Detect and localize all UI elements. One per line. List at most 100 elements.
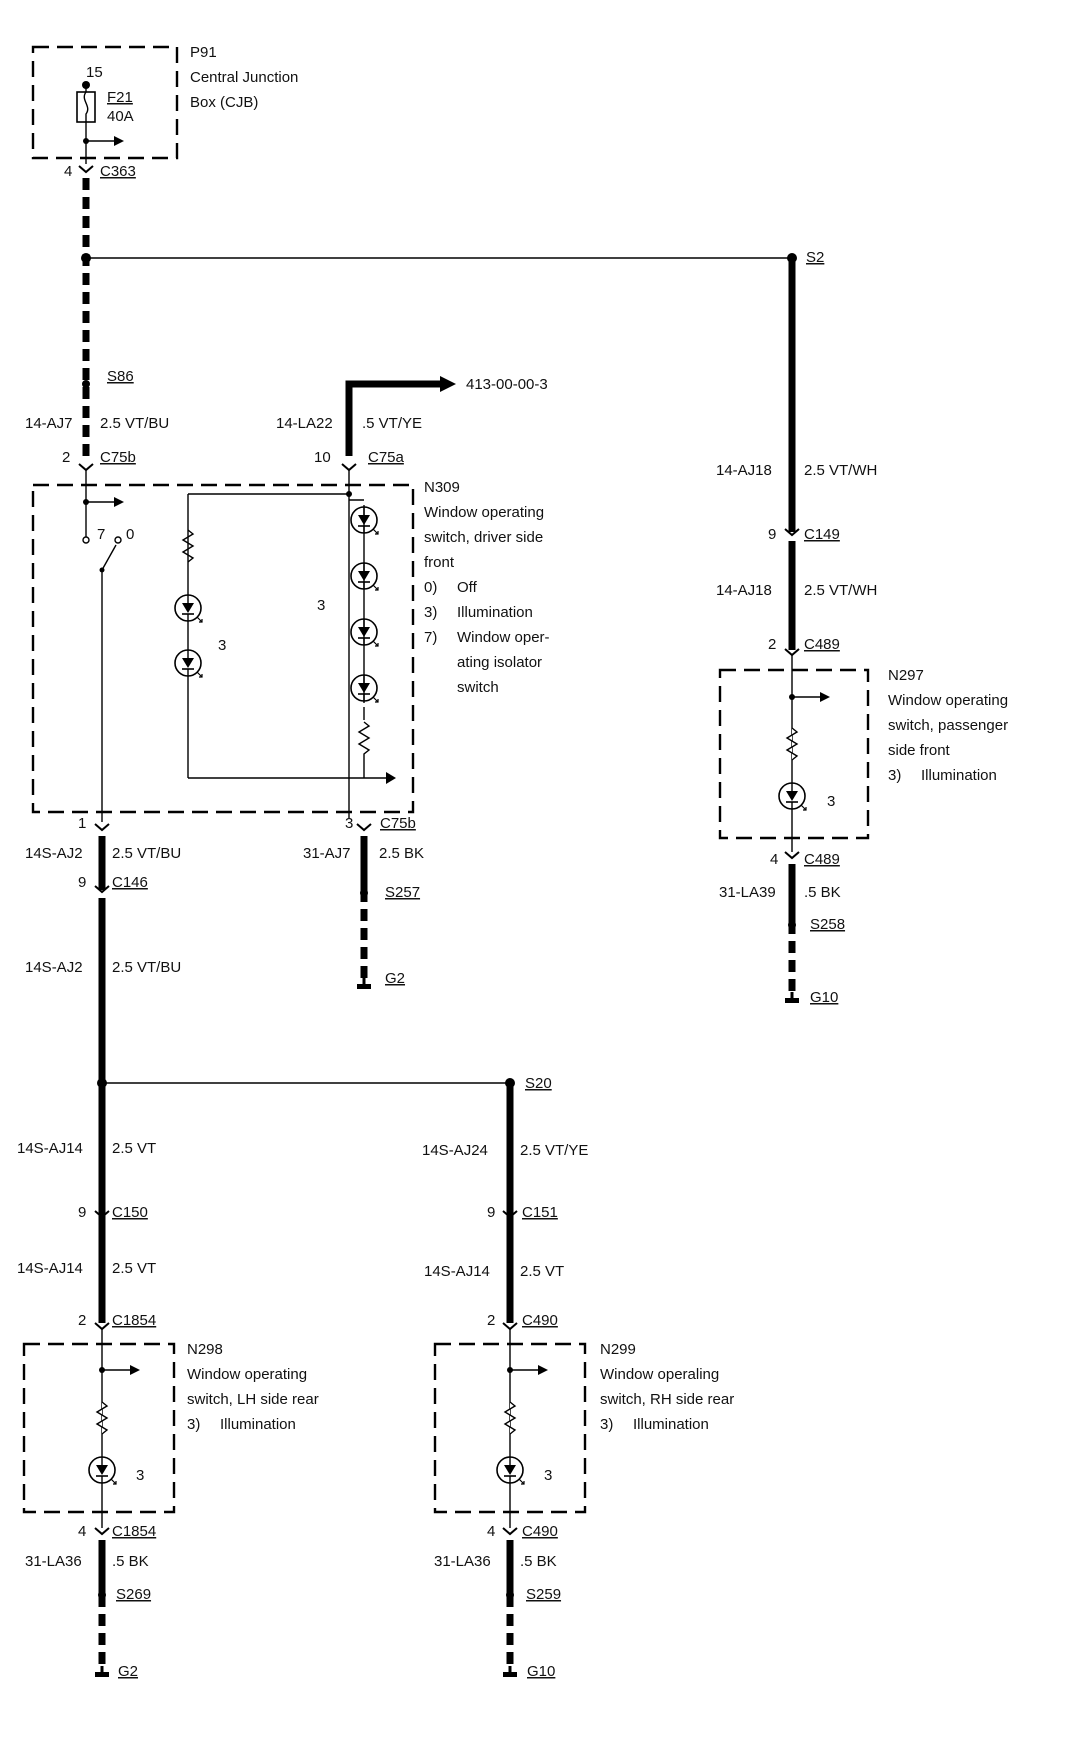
wire-aj2-b-code: 14S-AJ2: [25, 959, 83, 976]
fuse-rating-label: 40A: [107, 108, 134, 125]
reference-label: 413-00-00-3: [466, 376, 548, 393]
switch-pin-0: 0: [126, 526, 134, 543]
n298-arrow-icon: [101, 1364, 141, 1376]
n309-arrow-icon: [85, 496, 125, 508]
n299-lamp-number: 3: [544, 1467, 552, 1484]
switch-contact-7: [82, 536, 90, 544]
c1854-in-label: C1854: [112, 1312, 156, 1329]
n309-legend-1-key: 3): [424, 604, 437, 621]
reference-arrow-icon: [440, 376, 456, 392]
n309-name-line2: switch, driver side: [424, 529, 543, 546]
wire-aj2-a-spec: 2.5 VT/BU: [112, 845, 181, 862]
n298-name-line2: switch, LH side rear: [187, 1391, 319, 1408]
n309-box: [31, 483, 415, 814]
n299-arrow-icon: [509, 1364, 549, 1376]
n309-legend-2-text: Window oper-: [457, 629, 550, 646]
p91-name-line2: Box (CJB): [190, 94, 258, 111]
c75a-chevron-icon: [341, 463, 357, 471]
c150-label: C150: [112, 1204, 148, 1221]
c75b-out3-label: C75b: [380, 815, 416, 832]
c75b-chevron-icon: [78, 463, 94, 471]
g2-a-ground-icon: [355, 976, 373, 991]
c490-out-label: C490: [522, 1523, 558, 1540]
wire-la36-a-code: 31-LA36: [25, 1553, 82, 1570]
wire-aj2-a-code: 14S-AJ2: [25, 845, 83, 862]
s86-label: S86: [107, 368, 134, 385]
n309-legend-1-text: Illumination: [457, 604, 533, 621]
c75b-out1-chevron-icon: [94, 823, 110, 831]
n298-box: [22, 1342, 176, 1514]
c489-out-chevron-icon: [784, 851, 800, 859]
n309-legend-2-key: 7): [424, 629, 437, 646]
s257-dot: [360, 889, 368, 897]
cjb-arrow-icon: [85, 135, 125, 147]
s259-label: S259: [526, 1586, 561, 1603]
n297-legend-text: Illumination: [921, 767, 997, 784]
n299-name-line2: switch, RH side rear: [600, 1391, 734, 1408]
g2-b-label: G2: [118, 1663, 138, 1680]
c363-pin: 4: [64, 163, 72, 180]
g2-b-ground-icon: [93, 1664, 111, 1679]
n309-id: N309: [424, 479, 460, 496]
n298-lamp-icon: [88, 1456, 117, 1485]
switch-contact-0: [114, 536, 122, 544]
c151-label: C151: [522, 1204, 558, 1221]
lamp-left-number: 3: [218, 637, 226, 654]
c490-in-chevron-icon: [502, 1322, 518, 1330]
n298-resistor-icon: [95, 1401, 109, 1435]
c489-out-pin: 4: [770, 851, 778, 868]
wire-la22-spec: .5 VT/YE: [362, 415, 422, 432]
n309-bottom-arrow-icon: [386, 772, 396, 784]
g10-b-ground-icon: [501, 1664, 519, 1679]
c489-in-label: C489: [804, 636, 840, 653]
n298-name-line1: Window operating: [187, 1366, 307, 1383]
n299-resistor-icon: [503, 1401, 517, 1435]
fuse-label: F21: [107, 89, 133, 106]
g10-a-ground-icon: [783, 990, 801, 1005]
n297-arrow-icon: [791, 691, 831, 703]
n297-id: N297: [888, 667, 924, 684]
c146-label: C146: [112, 874, 148, 891]
s258-label: S258: [810, 916, 845, 933]
c1854-in-pin: 2: [78, 1312, 86, 1329]
n309-name-line1: Window operating: [424, 504, 544, 521]
g10-b-label: G10: [527, 1663, 555, 1680]
n309-legend-4-text: switch: [457, 679, 499, 696]
fuse-element: [83, 91, 89, 122]
c1854-in-chevron-icon: [94, 1322, 110, 1330]
wire-aj18-b-spec: 2.5 VT/WH: [804, 582, 877, 599]
n297-name-line3: side front: [888, 742, 951, 759]
n297-box: [718, 668, 870, 840]
n309-name-line3: front: [424, 554, 455, 571]
n297-name-line2: switch, passenger: [888, 717, 1008, 734]
n297-lamp-number: 3: [827, 793, 835, 810]
c151-pin: 9: [487, 1204, 495, 1221]
n299-lamp-icon: [496, 1456, 525, 1485]
wire-aj18-b-code: 14-AJ18: [716, 582, 772, 599]
wire-la39-code: 31-LA39: [719, 884, 776, 901]
n298-id: N298: [187, 1341, 223, 1358]
c75a-pin: 10: [314, 449, 331, 466]
c1854-out-pin: 4: [78, 1523, 86, 1540]
s258-dot: [788, 921, 796, 929]
c75b-top-pin: 2: [62, 449, 70, 466]
n309-legend-3-text: ating isolator: [457, 654, 542, 671]
wire-la22-code: 14-LA22: [276, 415, 333, 432]
c490-out-pin: 4: [487, 1523, 495, 1540]
n299-id: N299: [600, 1341, 636, 1358]
s86-dot: [82, 380, 90, 388]
s269-dot: [98, 1591, 106, 1599]
g10-a-label: G10: [810, 989, 838, 1006]
p91-cjb-box: [31, 45, 179, 160]
switch-pin-7: 7: [97, 526, 105, 543]
wire-aj18-a-code: 14-AJ18: [716, 462, 772, 479]
c363-label: C363: [100, 163, 136, 180]
wire-aj14-a-code: 14S-AJ14: [17, 1140, 83, 1157]
resistor-left-icon: [181, 529, 195, 563]
wire-la36-a-spec: .5 BK: [112, 1553, 149, 1570]
cjb-junction-dot: [83, 138, 89, 144]
lamp-left-1-icon: [174, 594, 203, 623]
wire-aj14-b-code: 14S-AJ14: [17, 1260, 83, 1277]
wire-aj14-b-spec: 2.5 VT: [112, 1260, 156, 1277]
